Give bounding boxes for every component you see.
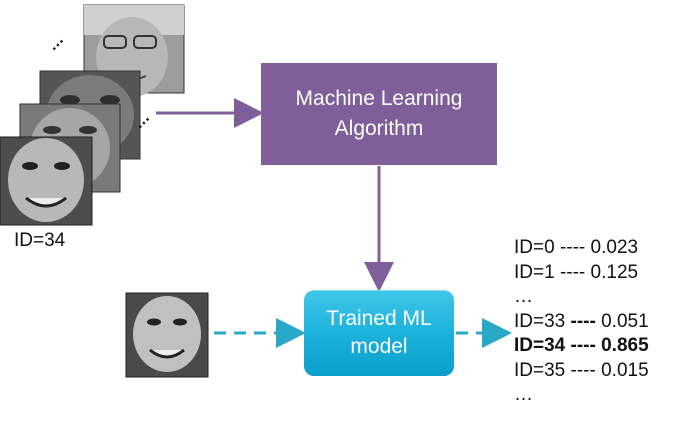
face-image bbox=[0, 136, 93, 226]
result-id: ID=1 bbox=[514, 261, 555, 283]
results-list: ID=0 ---- 0.023 ID=1 ---- 0.125 … ID=33 … bbox=[514, 236, 649, 408]
trained-model-line2: model bbox=[350, 335, 408, 358]
ml-algorithm-line2: Algorithm bbox=[334, 117, 424, 140]
result-separator: ---- bbox=[554, 261, 591, 283]
result-score: 0.125 bbox=[590, 261, 639, 283]
result-separator: ---- bbox=[565, 310, 602, 332]
result-ellipsis: … bbox=[514, 286, 533, 307]
query-face-image bbox=[125, 292, 209, 378]
result-score: 0.023 bbox=[590, 237, 639, 258]
result-row: ID=33 ---- 0.051 bbox=[514, 310, 649, 335]
result-id: ID=34 bbox=[514, 335, 566, 356]
result-separator: ---- bbox=[554, 237, 591, 258]
result-ellipsis: … bbox=[514, 384, 533, 405]
result-score: 0.015 bbox=[601, 359, 649, 381]
ml-algorithm-box: Machine Learning Algorithm bbox=[261, 63, 497, 165]
result-id: ID=35 bbox=[514, 359, 566, 381]
trained-model-box: Trained ML model bbox=[304, 290, 454, 376]
result-id: ID=33 bbox=[514, 310, 566, 332]
trained-model-line1: Trained ML bbox=[326, 307, 432, 330]
result-row: ID=0 ---- 0.023 bbox=[514, 236, 649, 261]
result-row: ID=1 ---- 0.125 bbox=[514, 261, 649, 286]
training-face-stack bbox=[0, 4, 185, 226]
result-separator: ---- bbox=[565, 335, 602, 356]
result-row: ID=35 ---- 0.015 bbox=[514, 359, 649, 384]
result-row-highlighted: ID=34 ---- 0.865 bbox=[514, 334, 649, 359]
training-id-label: ID=34 bbox=[14, 230, 66, 251]
result-score: 0.865 bbox=[601, 335, 649, 356]
result-separator: ---- bbox=[565, 359, 602, 381]
ml-algorithm-line1: Machine Learning bbox=[295, 87, 463, 110]
result-score: 0.051 bbox=[601, 310, 649, 332]
result-id: ID=0 bbox=[514, 237, 555, 258]
